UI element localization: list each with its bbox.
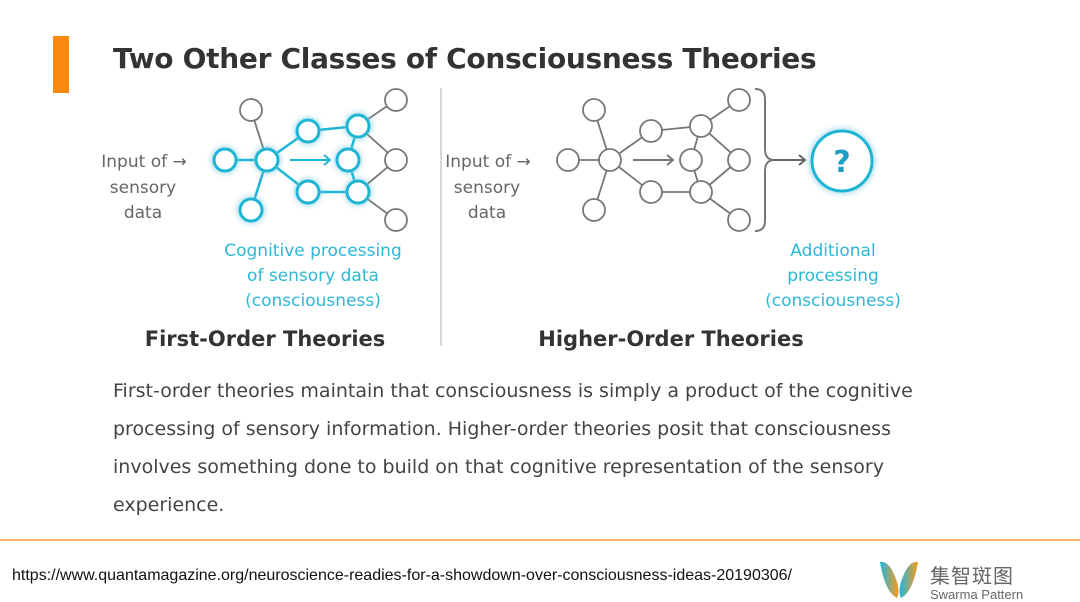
bracket (754, 88, 774, 232)
network-node (679, 148, 703, 172)
network-node (582, 198, 606, 222)
input-label-2: sensory (110, 178, 176, 198)
logo-cn: 集智斑图 (930, 564, 1014, 588)
network-node (384, 208, 408, 232)
first-order-heading: First-Order Theories (145, 327, 386, 351)
network-node (335, 147, 361, 173)
network-node (727, 148, 751, 172)
network-node (238, 197, 264, 223)
network-node (345, 113, 371, 139)
caption-line: Cognitive processing (224, 241, 402, 261)
network-node (689, 114, 713, 138)
input-label-2: sensory (454, 178, 520, 198)
logo: 集智斑图 Swarma Pattern (930, 560, 1023, 602)
input-label-1: Input of → (101, 152, 186, 172)
accent-bar (53, 36, 69, 93)
network-node (598, 148, 622, 172)
network-node (689, 180, 713, 204)
network-node (295, 179, 321, 205)
network-node (384, 88, 408, 112)
network-node (384, 148, 408, 172)
slide-title: Two Other Classes of Consciousness Theor… (113, 42, 817, 75)
network-node (639, 119, 663, 143)
network-node (556, 148, 580, 172)
network-node (254, 147, 280, 173)
caption-line: Additional (790, 241, 875, 261)
network-node (727, 208, 751, 232)
network-node (582, 98, 606, 122)
input-label-3: data (468, 203, 506, 223)
higher-order-network (556, 88, 751, 232)
question-node (810, 129, 874, 193)
first-order-network (212, 88, 408, 232)
network-node (727, 88, 751, 112)
source-link[interactable]: https://www.quantamagazine.org/neuroscie… (12, 567, 792, 584)
logo-en: Swarma Pattern (930, 587, 1024, 602)
network-node (345, 179, 371, 205)
processing-arrow (290, 154, 332, 166)
network-node (239, 98, 263, 122)
input-label-3: data (124, 203, 162, 223)
network-node (639, 180, 663, 204)
question-mark: ? (833, 145, 850, 180)
caption-line: (consciousness) (765, 291, 901, 311)
caption-line: of sensory data (247, 266, 379, 286)
network-node (212, 147, 238, 173)
processing-arrow (633, 154, 675, 166)
caption-line: processing (787, 266, 879, 286)
body-text: First-order theories maintain that consc… (113, 380, 913, 516)
footer-rule (0, 539, 1080, 541)
input-label-1: Input of → (445, 152, 530, 172)
network-node (295, 118, 321, 144)
higher-order-heading: Higher-Order Theories (538, 327, 803, 351)
caption-line: (consciousness) (245, 291, 381, 311)
